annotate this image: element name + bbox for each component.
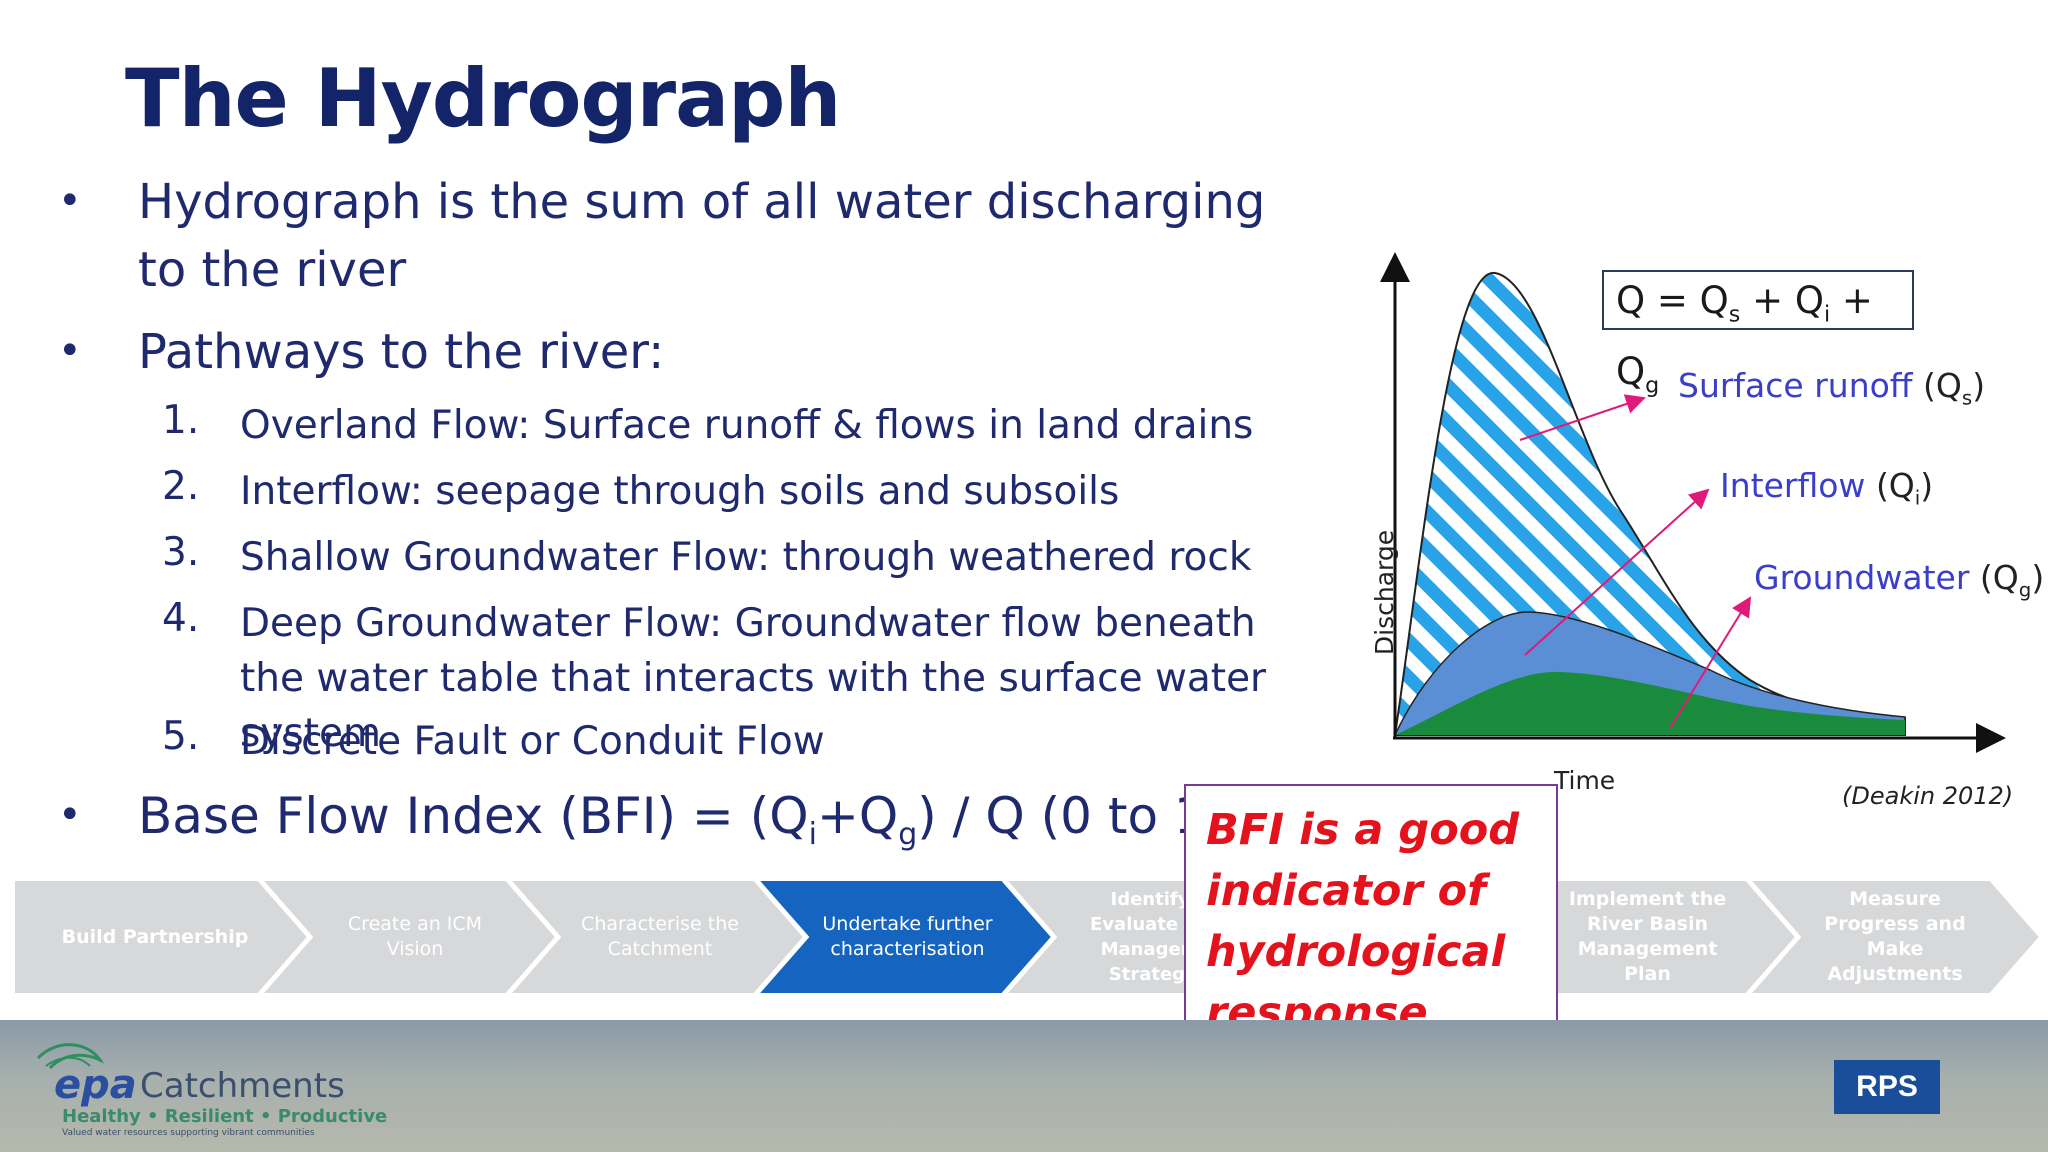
list-item-deep-groundwater: Deep Groundwater Flow: Groundwater flow … [240,601,1267,756]
bullet-marker: • [58,792,82,838]
step-chevron[interactable] [1747,879,2042,995]
bullet-pathways: Pathways to the river: [138,324,665,380]
y-axis-label: Discharge [1370,529,1400,656]
list-number: 1. [162,398,200,443]
list-item-fault-conduit: Discrete Fault or Conduit Flow [240,719,825,764]
footer-banner [0,1020,2048,1152]
step-build-partnership[interactable]: Build Partnership [61,925,249,948]
step-further-characterisation[interactable]: Undertake further characterisation [822,913,993,960]
bullet-hydrograph-sum: Hydrograph is the sum of all water disch… [138,174,1266,298]
step-chevron-active[interactable] [755,879,1054,995]
groundwater-area [1395,671,1905,735]
list-number: 3. [162,530,200,575]
step-implement-plan[interactable]: Implement the River Basin Management Pla… [1568,888,1727,985]
step-chevron[interactable] [259,879,558,995]
callout-line: indicator of [1206,866,1486,916]
list-item-overland-flow: Overland Flow: Surface runoff & flows in… [240,403,1254,448]
logo-catchments: Catchments [140,1066,345,1106]
groundwater-pointer [1669,596,1752,729]
list-item-interflow: Interflow: seepage through soils and sub… [240,469,1120,514]
list-number: 4. [162,596,200,641]
step-measure-progress[interactable]: Measure Progress and Make Adjustments [1824,888,1966,985]
step-identify-evaluate[interactable]: Identify Evaluate Po Managem Strategi [1090,889,1210,985]
callout-line: hydrological [1206,927,1506,977]
step-create-icm-vision[interactable]: Create an ICM Vision [347,913,483,960]
list-number: 5. [162,714,200,759]
bullet-marker: • [58,178,82,224]
x-axis-label: Time [1554,766,1616,795]
hydrograph-diagram [1380,252,2006,753]
process-step-bar: Build Partnership Create an ICM Vision C… [0,872,2048,1002]
bullet-marker: • [58,328,82,374]
logo-subtagline: Valued water resources supporting vibran… [62,1128,315,1138]
list-number: 2. [162,464,200,509]
label-groundwater: Groundwater (Qg) [1754,558,2045,602]
slide-title: The Hydrograph [125,52,841,145]
label-interflow: Interflow (Qi) [1720,466,1934,510]
logo-tagline: Healthy • Resilient • Productive [62,1106,388,1127]
epa-leaf-icon [36,1043,105,1070]
bullet-bfi: Base Flow Index (BFI) = (Qi+Qg) / Q (0 t… [138,787,1226,852]
logo-epa: epa [54,1062,137,1108]
step-chevron[interactable] [507,879,806,995]
interflow-pointer [1524,488,1710,656]
bfi-callout: BFI is a good indicator of hydrological … [1184,784,1558,1054]
rps-logo: RPS [1834,1060,1940,1114]
list-item-shallow-groundwater: Shallow Groundwater Flow: through weathe… [240,535,1252,580]
label-surface-runoff: Surface runoff (Qs) [1678,366,1986,410]
step-chevron[interactable] [13,879,310,995]
surface-runoff-pointer [1519,394,1646,441]
source-citation: (Deakin 2012) [1842,782,2014,810]
callout-line: BFI is a good [1206,805,1520,855]
flow-equation: Q = Qs + Qi + Qg [1602,270,1914,399]
step-characterise-catchment[interactable]: Characterise the Catchment [581,913,739,960]
